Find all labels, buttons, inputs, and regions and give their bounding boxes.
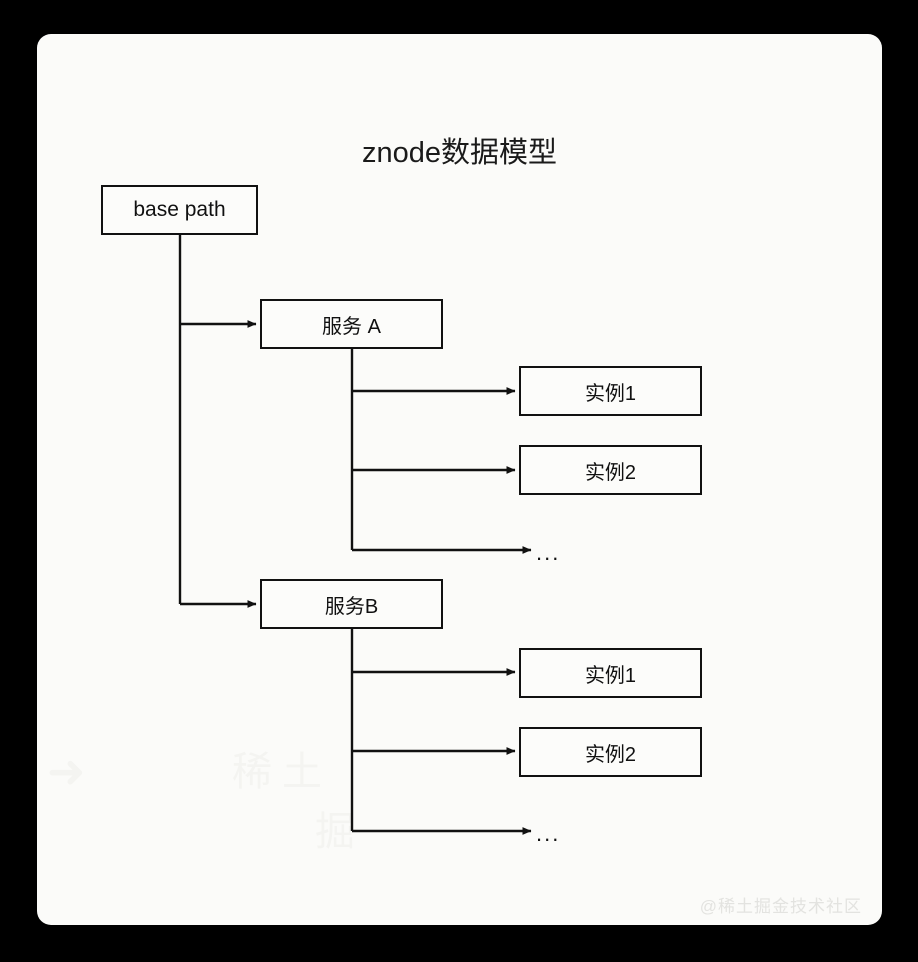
service-b-more-ellipsis: ... xyxy=(536,821,561,846)
node-service-b-label: 服务B xyxy=(324,595,379,618)
diagram-card: ➜ 稀土 掘 znode数据模型 xyxy=(37,34,882,925)
node-service-b-instance-1[interactable]: 实例1 xyxy=(519,648,702,698)
connector-lines xyxy=(178,235,532,835)
node-service-b-instance-1-label: 实例1 xyxy=(584,664,637,687)
node-service-b[interactable]: 服务B xyxy=(260,579,443,629)
node-service-a-label: 服务 A xyxy=(322,315,381,338)
node-service-b-instance-2[interactable]: 实例2 xyxy=(519,727,702,777)
diagram-title: znode数据模型 xyxy=(361,137,557,169)
site-watermark: @稀土掘金技术社区 xyxy=(699,897,862,916)
service-a-more-ellipsis: ... xyxy=(536,540,561,565)
node-service-b-instance-2-label: 实例2 xyxy=(584,743,637,766)
node-service-a-instance-2-label: 实例2 xyxy=(584,461,637,484)
node-base-path-label: base path xyxy=(133,198,226,221)
node-service-a-instance-1[interactable]: 实例1 xyxy=(519,366,702,416)
node-service-a-instance-1-label: 实例1 xyxy=(584,382,637,405)
node-service-a-instance-2[interactable]: 实例2 xyxy=(519,445,702,495)
node-base-path[interactable]: base path xyxy=(101,185,258,235)
node-service-a[interactable]: 服务 A xyxy=(260,299,443,349)
